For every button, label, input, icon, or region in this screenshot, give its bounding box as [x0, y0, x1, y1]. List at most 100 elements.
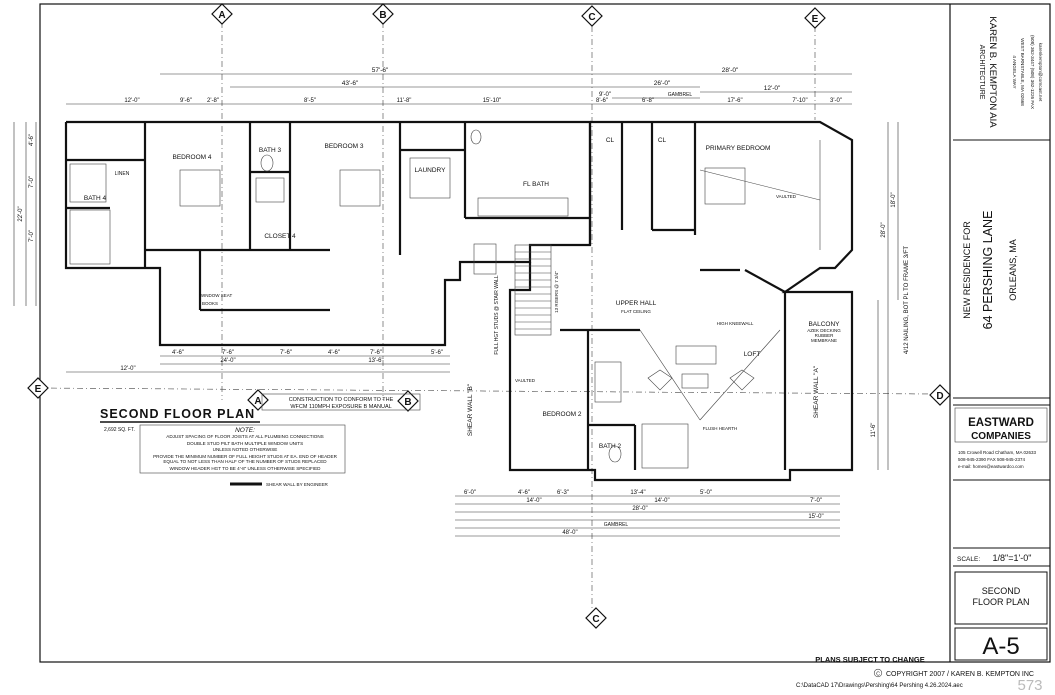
sheet-title-box: [954, 571, 1048, 625]
architect-addr2: WEST BARNSTABLE, MA 02668: [1020, 38, 1025, 106]
scale-label: SCALE:: [957, 556, 980, 563]
dim-b2-14-0a: 14'-0": [526, 498, 541, 504]
room-cl-1: CL: [606, 137, 615, 144]
shear-wall-a: SHEAR WALL "A": [813, 365, 820, 418]
dim-top-total-a: 57'-6": [372, 67, 389, 74]
builder-logo-box: [954, 407, 1048, 443]
dim-bot-7-6c: 7'-6": [370, 350, 382, 356]
plans-subject-note: PLANS SUBJECT TO CHANGE: [815, 655, 924, 664]
dim-left-7-0a: 7'-0": [29, 176, 35, 188]
grid-label-c-top: C: [588, 12, 595, 23]
builder-addr-3: e-mail: homes@eastwardco.com: [958, 464, 1024, 469]
books-note: BOOKS: [202, 301, 218, 306]
dim-bot-12: 12'-0": [120, 366, 135, 372]
dim-top-7-10: 7'-10": [792, 98, 807, 104]
fixtures: [69, 129, 755, 469]
room-bedroom3: BEDROOM 3: [324, 143, 363, 150]
architect-stamp: KAREN B. KEMPTON AIA ARCHITECTURE 4 ANGE…: [978, 16, 1043, 128]
dim-b2-28-0: 28'-0": [632, 506, 647, 512]
drawing-title: SECOND FLOOR PLAN: [100, 407, 255, 421]
builder-name-1: EASTWARD: [968, 417, 1034, 429]
stair-wall-note: FULL HGT STUDS @ STAIR WALL: [494, 275, 500, 354]
project-line-2: 64 PERSHING LANE: [981, 211, 995, 330]
high-kneewall-note: HIGH KNEEWALL: [717, 321, 754, 326]
dim-bot-5-6: 5'-6": [431, 350, 443, 356]
room-bath2: BATH 2: [599, 443, 622, 450]
dim-bot-24: 24'-0": [220, 358, 235, 364]
room-vaulted: VAULTED: [776, 194, 797, 199]
construction-note-1: CONSTRUCTION TO CONFORM TO THE: [289, 397, 394, 403]
builder-addr-2: 508-945-2390 FAX 508-945-2374: [958, 457, 1026, 462]
grid-bubble-a-top: A: [211, 3, 233, 25]
notes-box: [139, 424, 346, 474]
project-line-1: NEW RESIDENCE FOR: [962, 221, 972, 319]
grid-label-b-bottom: B: [404, 397, 411, 408]
grid-label-e-top: E: [812, 14, 819, 25]
grid-bubble-a-bottom: A: [247, 389, 269, 411]
dim-top-6-8: 6'-8": [642, 98, 654, 104]
grid-bubble-d-right: D: [929, 384, 951, 406]
sheet-border: [39, 3, 1051, 663]
copyright-text: COPYRIGHT 2007 / KAREN B. KEMPTON INC: [886, 671, 1034, 678]
dim-top-12-right: 12'-0": [764, 85, 781, 92]
note-line-4: PROVIDE THE MINIMUM NUMBER OF FULL HEIGH…: [153, 454, 337, 459]
dim-b2-14-0b: 14'-0": [654, 498, 669, 504]
dim-top-43: 43'-6": [342, 80, 359, 87]
project-line-3: ORLEANS, MA: [1008, 239, 1018, 301]
room-bedroom4: BEDROOM 4: [172, 154, 211, 161]
dim-b2-5-0: 5'-0": [700, 490, 712, 496]
builder-name-2: COMPANIES: [971, 431, 1031, 442]
dim-top-9-6: 9'-6": [180, 98, 192, 104]
dim-top-9-0: 9'-0": [599, 92, 611, 98]
sheet-title-1: SECOND: [982, 586, 1021, 596]
room-upper-hall: UPPER HALL: [616, 300, 657, 307]
grid-bubble-e-left: E: [27, 377, 49, 399]
grid-bubble-b-top: B: [372, 3, 394, 25]
room-primary-bedroom: PRIMARY BEDROOM: [706, 145, 771, 152]
shear-wall-legend: SHEAR WALL BY ENGINEER: [266, 482, 329, 487]
file-path: C:\DataCAD 17\Drawings\Pershing\64 Persh…: [796, 683, 963, 689]
dim-top-15-10: 15'-10": [483, 98, 502, 104]
balcony-note-2: RUBBER: [815, 333, 835, 338]
dim-b2-15-0: 15'-0": [808, 514, 823, 520]
dim-right-28: 28'-0": [881, 222, 887, 237]
room-bath4: BATH 4: [84, 195, 107, 202]
dim-left-22: 22'-0": [18, 206, 24, 221]
balcony-note-3: MEMBRANE: [811, 338, 837, 343]
dim-left-7-0b: 7'-0": [29, 230, 35, 242]
flush-hearth-note: FLUSH HEARTH: [703, 426, 737, 431]
dim-top-17-6: 17'-6": [727, 98, 742, 104]
dim-top-total-b: 28'-0": [722, 67, 739, 74]
dim-top-gambrel: GAMBREL: [668, 92, 693, 98]
dim-bot-4-6b: 4'-6": [328, 350, 340, 356]
dim-bot-4-6a: 4'-6": [172, 350, 184, 356]
grid-label-e-left: E: [35, 384, 42, 395]
dim-bot-13-6: 13'-6": [368, 358, 383, 364]
note-line-1: ADJUST SPACING OF FLOOR JOISTS AT ALL PL…: [166, 434, 324, 439]
room-balcony: BALCONY: [808, 321, 840, 328]
project-block: NEW RESIDENCE FOR 64 PERSHING LANE ORLEA…: [962, 211, 1018, 330]
room-loft: LOFT: [744, 351, 761, 358]
dim-bot-7-6b: 7'-6": [280, 350, 292, 356]
dim-top-3-0: 3'-0": [830, 98, 842, 104]
sheet-title-2: FLOOR PLAN: [972, 597, 1029, 607]
grid-label-c-bottom: C: [592, 614, 599, 625]
note-line-2: DOUBLE STUD PILT BATH MULTIPLE WINDOW UN…: [187, 441, 303, 446]
grid-bubble-b-bottom: B: [397, 390, 419, 412]
dim-top-2-8: 2'-8": [207, 98, 219, 104]
dim-bot-7-6a: 7'-6": [222, 350, 234, 356]
dim-top-26: 26'-0": [654, 80, 671, 87]
grid-label-a-bottom: A: [254, 396, 261, 407]
copyright-icon: [873, 668, 883, 678]
sheet-number: A-5: [982, 633, 1019, 660]
room-bedroom2: BEDROOM 2: [542, 411, 581, 418]
drawing-area: 2,692 SQ. FT.: [104, 427, 135, 433]
nailing-note: 4/12 NAILING, BOT PL TO FRAME 3/FT: [904, 246, 910, 354]
balcony-note-1: AZEK DECKING: [807, 328, 841, 333]
dim-right-11-6: 11'-6": [871, 423, 877, 438]
grid-label-b-top: B: [379, 10, 386, 21]
window-seat-note: WINDOW SEAT: [200, 293, 233, 298]
top-dimension-lines: [66, 73, 852, 105]
dim-b2-48-0: 48'-0": [562, 530, 577, 536]
